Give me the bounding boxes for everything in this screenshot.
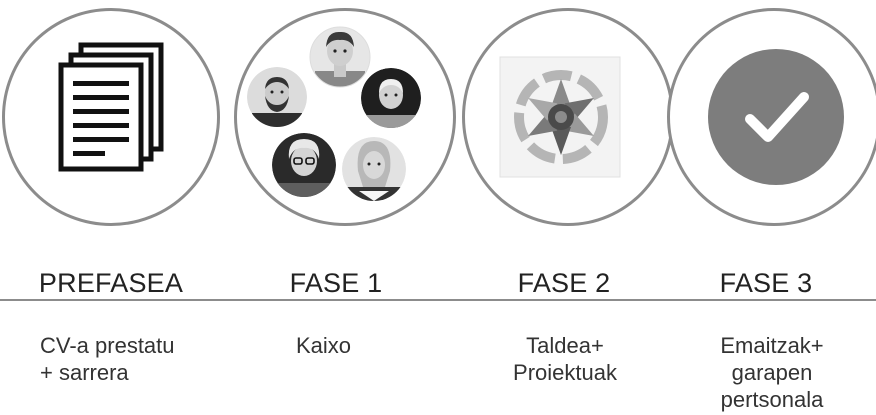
teamwork-hands-icon: [499, 56, 621, 178]
phase-prefasea-description: CV-a prestatu + sarrera: [40, 333, 175, 385]
checkmark-icon: [708, 49, 844, 185]
phase-divider: [0, 299, 876, 301]
phase-3-description: Emaitzak+ garapen pertsonala: [720, 333, 824, 412]
phase-3-title: FASE 3: [719, 268, 813, 298]
phase-1-description: Kaixo: [296, 333, 352, 358]
avatar-left: [247, 67, 307, 127]
phase-2-circle: [462, 8, 674, 226]
phase-2-title: FASE 2: [517, 268, 611, 298]
phase-1-title: FASE 1: [289, 268, 383, 298]
avatar-bottom-left: [272, 133, 336, 197]
avatar-right: [361, 68, 421, 128]
documents-icon: [58, 42, 164, 172]
phase-prefasea-title: PREFASEA: [38, 268, 184, 298]
avatar-top: [310, 27, 370, 87]
phase-2-description: Taldea+ Proiektuak: [513, 333, 617, 385]
phase-3-circle: [667, 8, 876, 226]
phase-prefasea-circle: [2, 8, 220, 226]
phase-1-circle: [234, 8, 456, 226]
avatar-bottom-right: [342, 137, 406, 201]
people-avatars-icon: [247, 26, 421, 201]
